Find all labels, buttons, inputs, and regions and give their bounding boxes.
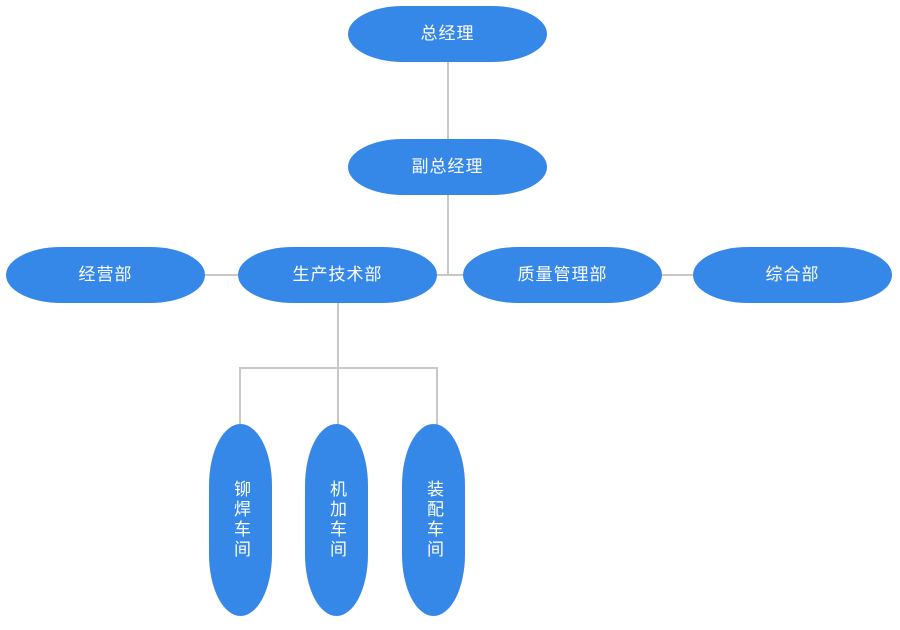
node-production-technology-department[interactable]: 生产技术部 xyxy=(238,247,437,303)
node-deputy-general-manager[interactable]: 副总经理 xyxy=(348,139,547,195)
node-general-manager[interactable]: 总经理 xyxy=(348,6,547,62)
connector-workshop-bus xyxy=(239,367,438,369)
node-label-business-department: 经营部 xyxy=(78,265,133,285)
node-label-machining-workshop: 机加车间 xyxy=(327,480,347,560)
node-assembly-workshop[interactable]: 装配车间 xyxy=(402,424,465,616)
node-machining-workshop[interactable]: 机加车间 xyxy=(305,424,368,616)
node-business-department[interactable]: 经营部 xyxy=(6,247,205,303)
node-label-riveting-welding-workshop: 铆焊车间 xyxy=(231,480,251,560)
node-riveting-welding-workshop[interactable]: 铆焊车间 xyxy=(209,424,272,616)
connector-bus-to-shop1 xyxy=(239,367,241,430)
connector-dgm-to-row3 xyxy=(447,190,449,275)
node-label-assembly-workshop: 装配车间 xyxy=(424,480,444,560)
connector-dept2-to-dept3 xyxy=(433,274,467,276)
connector-bus-to-shop3 xyxy=(436,367,438,430)
connector-gm-to-dgm xyxy=(447,62,449,144)
node-label-production-technology-department: 生产技术部 xyxy=(292,265,383,285)
node-label-deputy-general-manager: 副总经理 xyxy=(411,157,484,177)
node-label-quality-management-department: 质量管理部 xyxy=(517,265,608,285)
node-quality-management-department[interactable]: 质量管理部 xyxy=(463,247,662,303)
node-label-general-manager: 总经理 xyxy=(420,24,475,44)
node-general-affairs-department[interactable]: 综合部 xyxy=(693,247,892,303)
connector-dept2-to-workshop-bus xyxy=(337,300,339,430)
connector-dept1-to-dept2 xyxy=(203,274,243,276)
node-label-general-affairs-department: 综合部 xyxy=(765,265,820,285)
connector-dept3-to-dept4 xyxy=(658,274,697,276)
